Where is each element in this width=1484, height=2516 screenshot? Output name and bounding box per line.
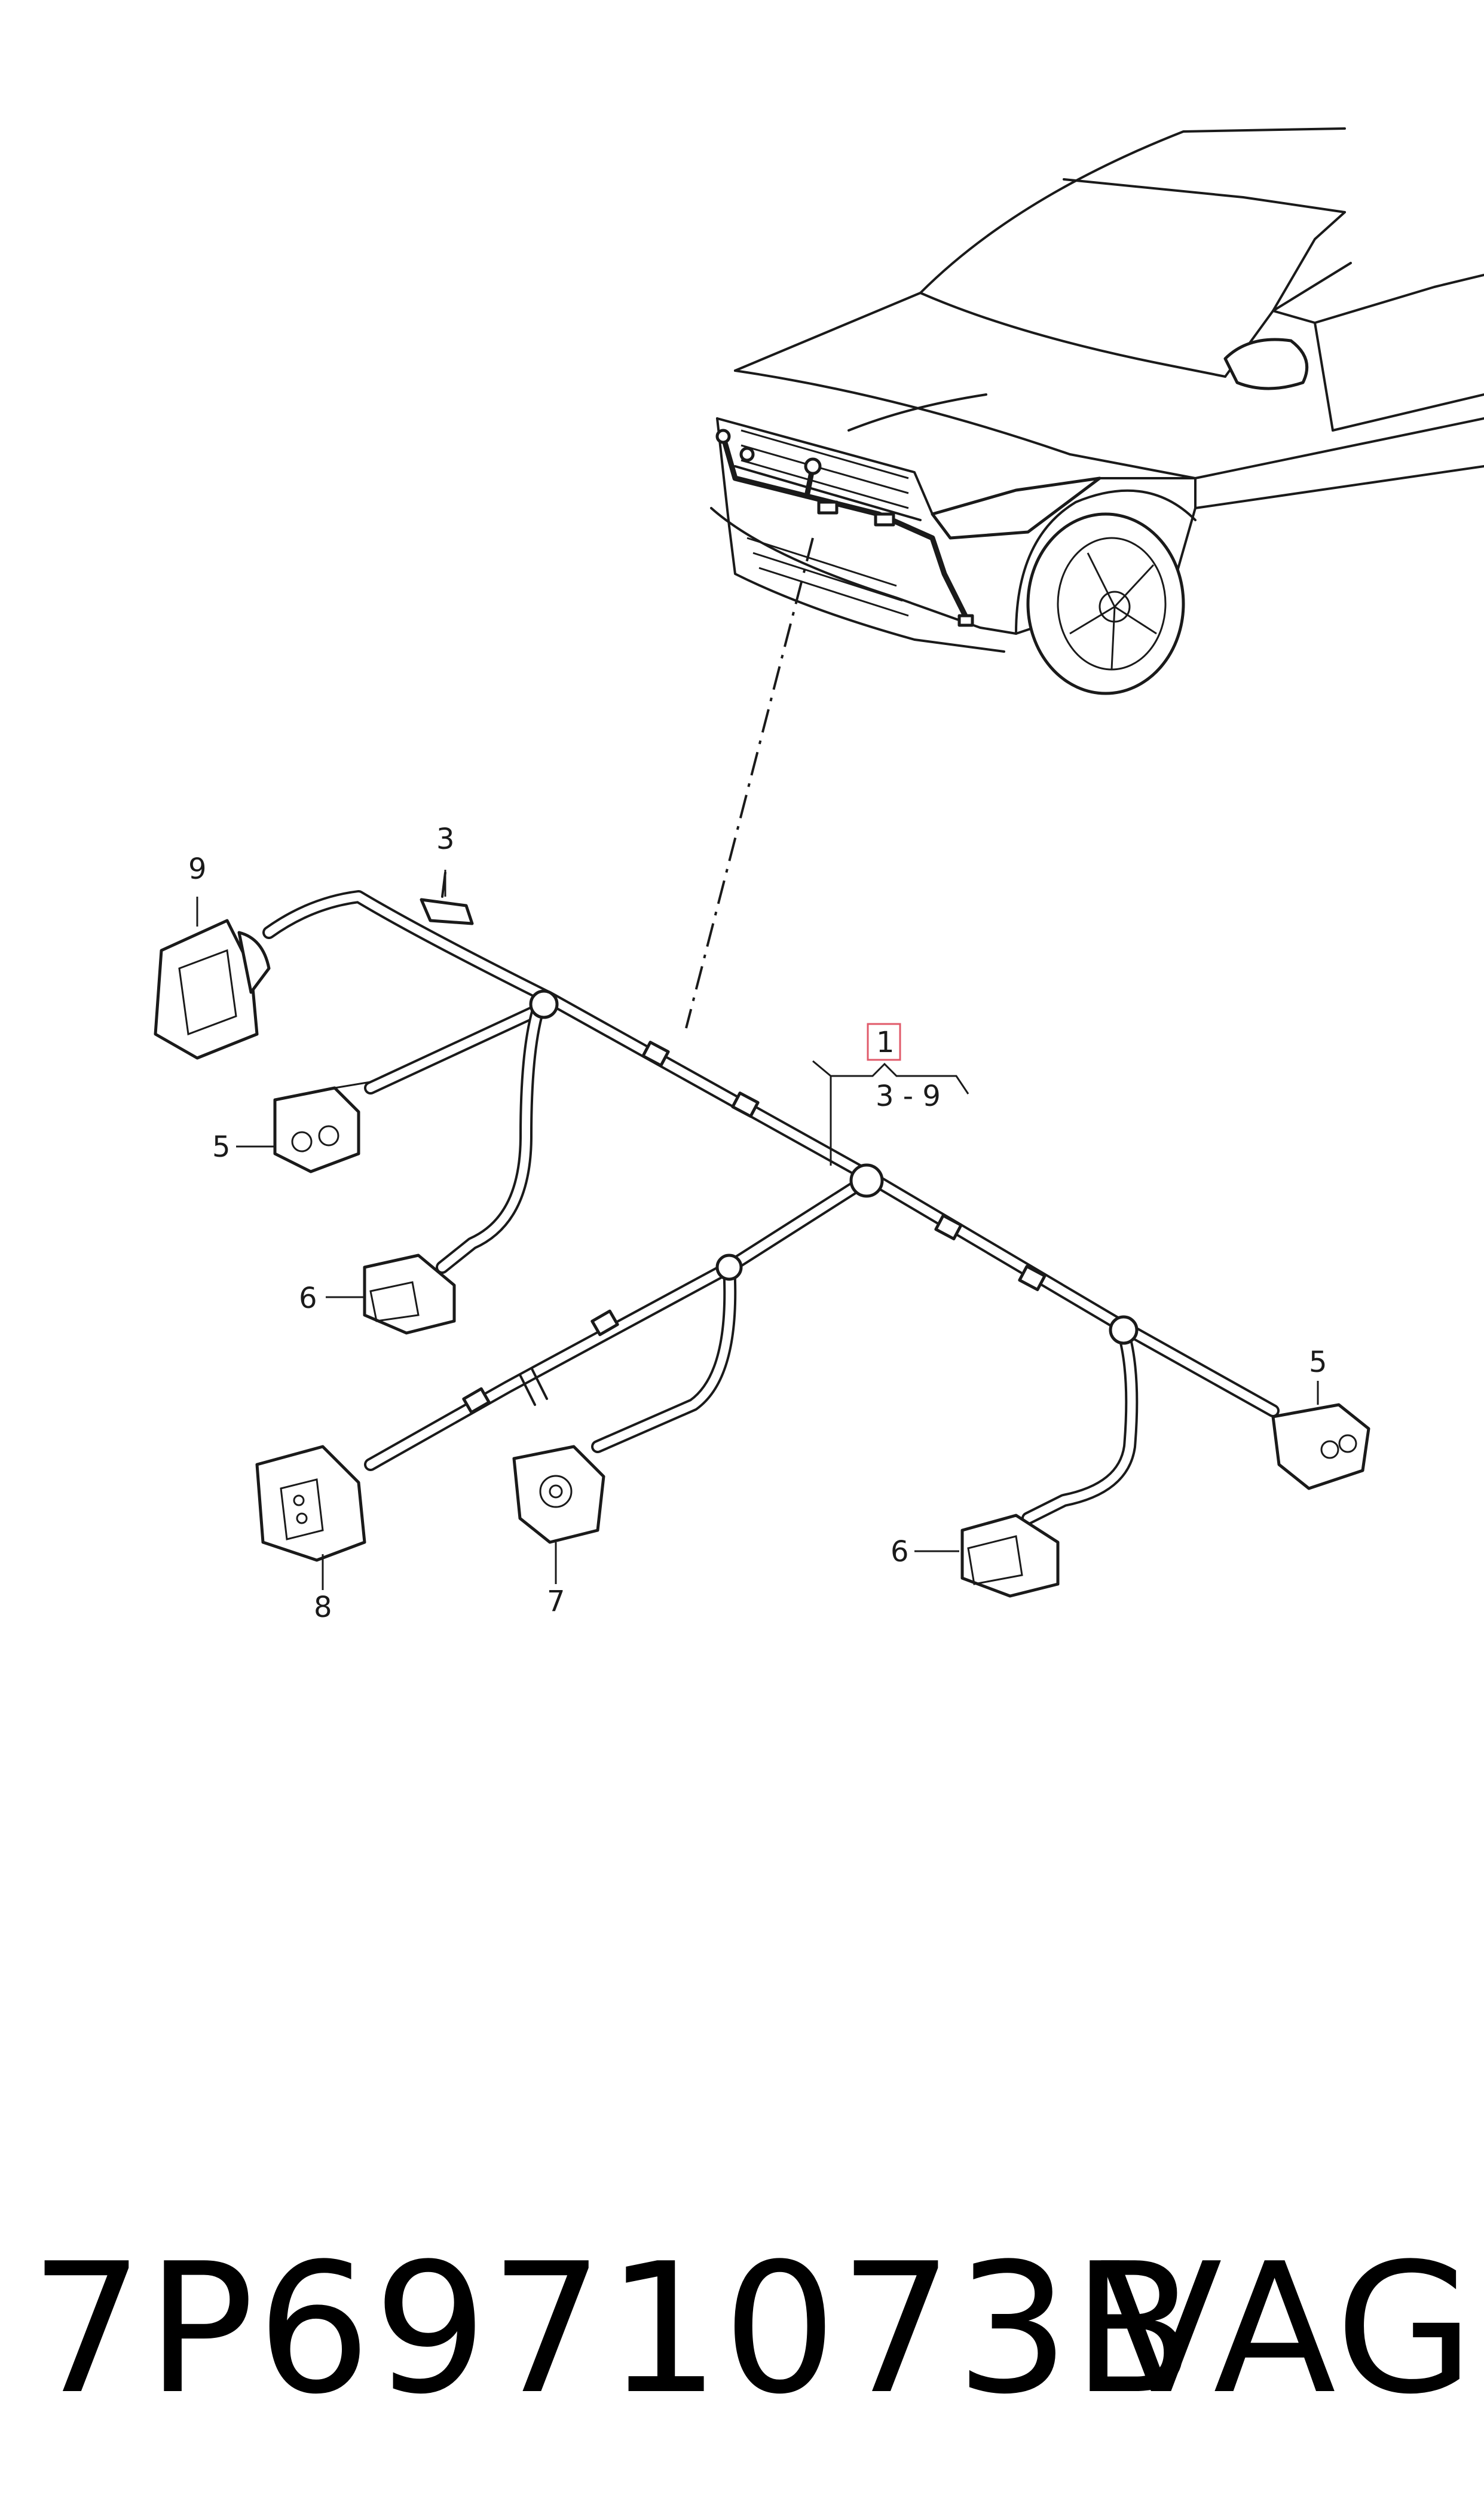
callout-6-left: 6 [299,1282,317,1315]
part-number: 7P6971073B [30,2225,1198,2434]
connector-9 [154,919,271,1060]
callout-5-left: 5 [212,1130,231,1164]
brand-label: VAG [1100,2225,1476,2434]
connector-7 [512,1445,605,1544]
connector-6-left [363,1254,456,1335]
callout-range: 3 - 9 [876,1080,941,1113]
callout-1-highlight [867,1023,901,1061]
wiring-harness [262,890,1280,1525]
callout-9: 9 [188,852,207,886]
callout-1: 1 [876,1026,895,1059]
callout-6-right: 6 [891,1535,909,1569]
callout-7: 7 [547,1585,565,1618]
connector-5-right [1271,1403,1370,1490]
callout-5-right: 5 [1309,1346,1327,1379]
clip-3 [420,872,474,925]
connector-6-right [960,1514,1060,1598]
connector-8 [255,1445,366,1562]
callout-8: 8 [314,1591,332,1624]
callout-leaders [196,870,1319,1590]
connector-5-left [273,1081,371,1173]
wheel-icon [1026,512,1185,695]
callout-3: 3 [436,823,455,856]
leader-line [685,537,814,1029]
vehicle-illustration [710,127,1484,695]
